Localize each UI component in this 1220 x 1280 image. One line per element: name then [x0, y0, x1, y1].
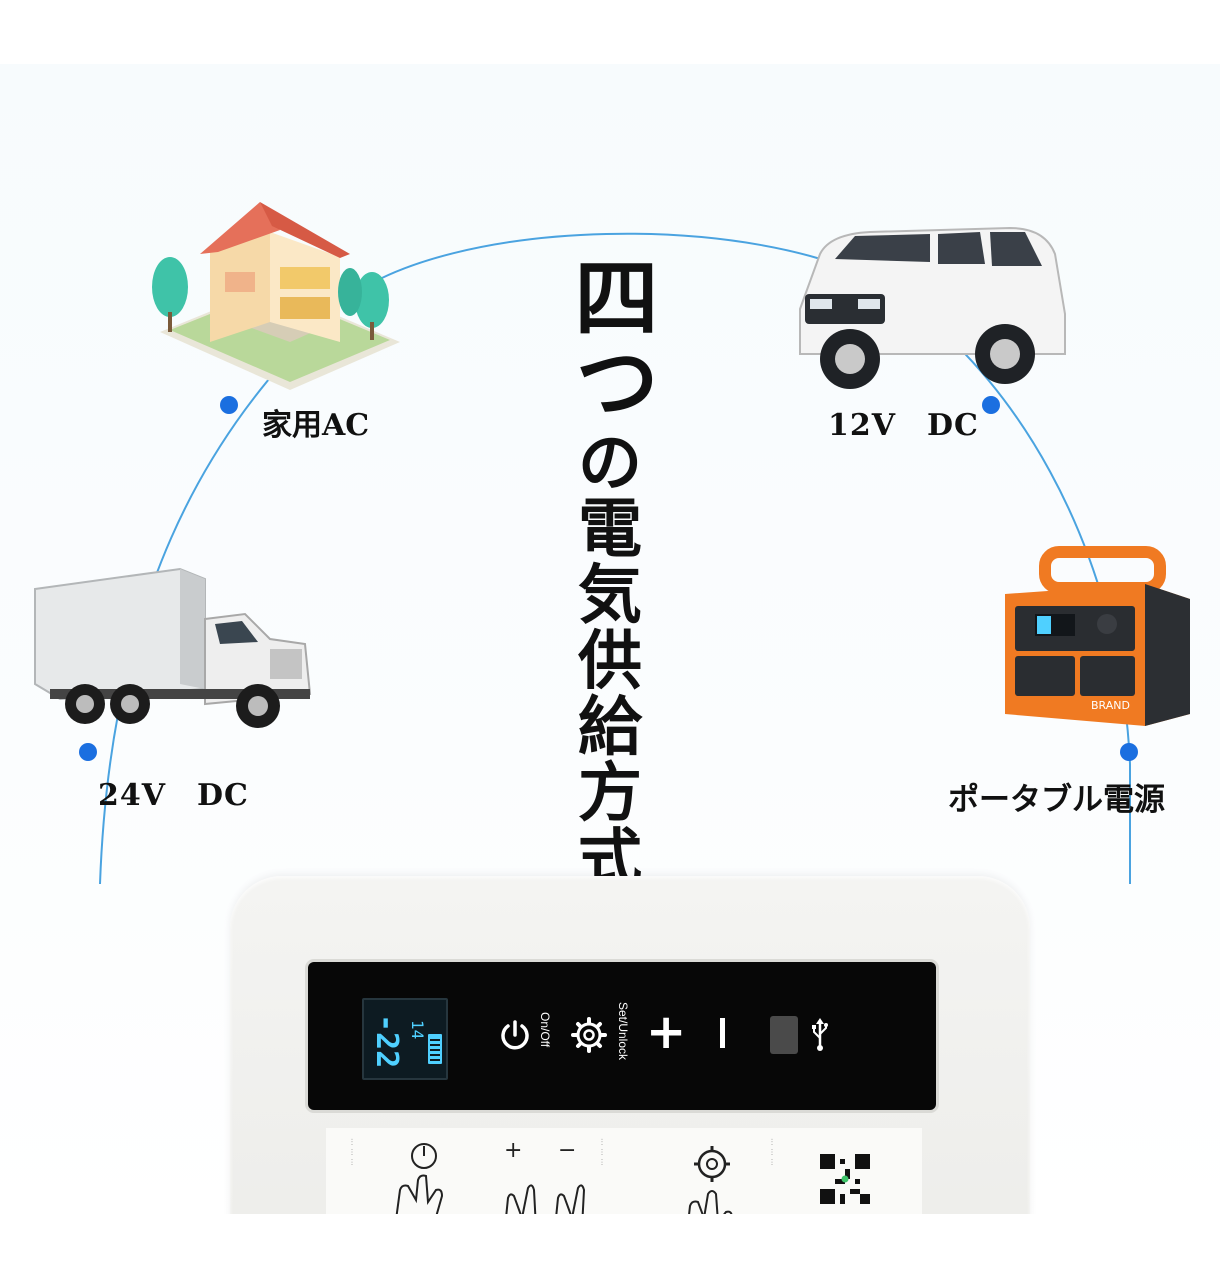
title-line-1: 四つ: [561, 254, 659, 422]
usb-icon: [812, 1018, 828, 1051]
lcd-sub-value: 14: [408, 1020, 427, 1040]
dot-24v: [79, 743, 97, 761]
vertical-title: 四つ の 電 気 供 給 方 式: [560, 254, 660, 894]
battery-icon: [428, 1034, 442, 1064]
dot-ac: [220, 396, 238, 414]
power-station-icon: BRAND: [1005, 546, 1190, 726]
hand-tap-icon: [395, 1143, 444, 1214]
suv-icon: [799, 226, 1066, 389]
connection-arc: [79, 232, 1138, 885]
label-24v-dc: 24V DC: [98, 778, 249, 813]
plus-button[interactable]: +: [646, 1004, 687, 1060]
power-icon[interactable]: [498, 1018, 532, 1052]
label-household-ac: 家用AC: [262, 408, 370, 443]
sticker-text-3: ··· ··· ···: [767, 1138, 777, 1166]
lcd-temperature: -22: [369, 1014, 404, 1069]
dot-12v: [982, 396, 1000, 414]
control-panel: -22 14 On/Off Set/Unlo: [308, 962, 936, 1110]
title-char-4: 供: [578, 625, 642, 699]
qr-code-icon: [820, 1154, 870, 1204]
dot-portable: [1120, 743, 1138, 761]
sticker-minus: −: [558, 1138, 577, 1163]
truck-icon: [34, 567, 312, 728]
power-station-brand: BRAND: [1091, 699, 1130, 712]
label-portable-power: ポータブル電源: [948, 782, 1165, 818]
minus-button[interactable]: [720, 1018, 725, 1048]
label-12v-dc: 12V DC: [828, 408, 979, 443]
house-icon: [152, 202, 400, 390]
stage: BRAND 四つ の 電 気 供 給 方 式 家用AC 12V DC 24V D…: [0, 64, 1220, 1214]
instruction-sticker: ··· ··· ··· + − ··· ··· ··· ··· ··· ···: [326, 1128, 922, 1214]
title-char-2: 電: [578, 493, 642, 567]
sticker-text-2: ··· ··· ···: [597, 1138, 607, 1166]
title-char-6: 方: [578, 757, 642, 831]
title-char-1: の: [578, 427, 642, 501]
on-off-label: On/Off: [538, 1012, 552, 1048]
fridge-device: -22 14 On/Off Set/Unlo: [230, 876, 1030, 1214]
gear-hand-icon: [688, 1146, 733, 1214]
title-char-5: 給: [578, 691, 642, 765]
title-char-3: 気: [578, 559, 642, 633]
sticker-text-1: ··· ··· ···: [347, 1138, 357, 1166]
set-unlock-label: Set/Unlock: [616, 1002, 630, 1061]
two-hands-icon: [505, 1184, 586, 1214]
lcd-display: -22 14: [362, 998, 448, 1080]
gear-icon[interactable]: [570, 1016, 608, 1054]
arc-line: [99, 232, 1131, 885]
usb-port: [770, 1016, 798, 1054]
sticker-plus: +: [504, 1138, 523, 1163]
